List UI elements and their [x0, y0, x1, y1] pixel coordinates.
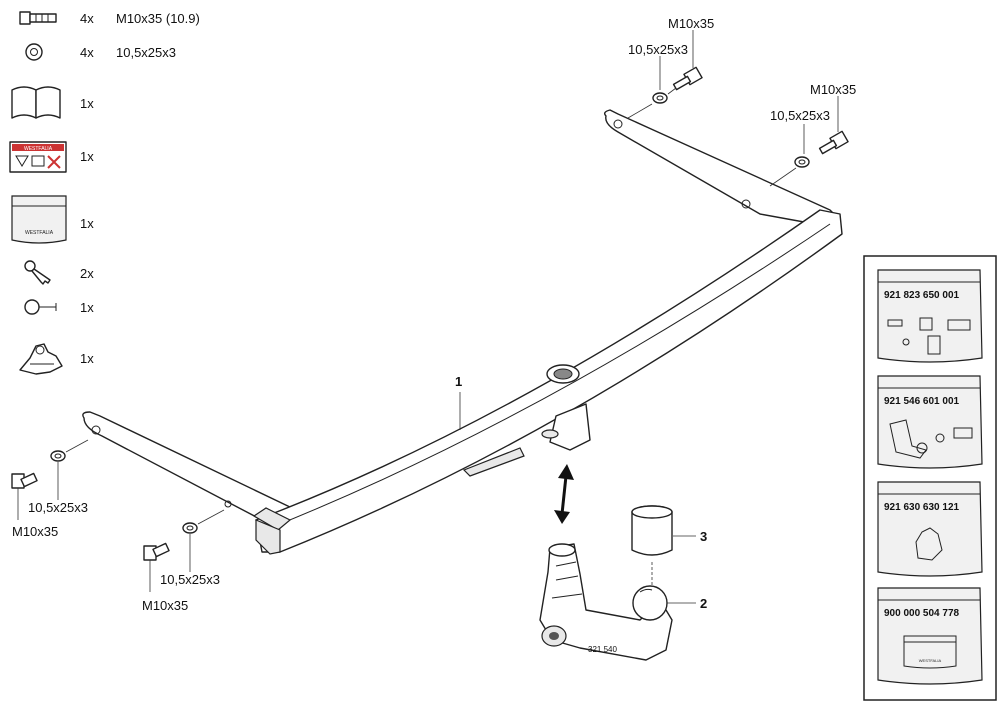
bag-logo: WESTFALIA [25, 230, 54, 236]
washer-top-1 [652, 92, 668, 104]
legend-spec-washers: 10,5x25x3 [116, 45, 176, 60]
kit-bag-2: 921 546 601 001 [877, 375, 983, 469]
ball-neck: 321 540 [539, 543, 673, 661]
bolt-top-1 [672, 66, 703, 91]
parts-legend: 4x M10x35 (10.9) 4x 10,5x25x3 1x WESTFAL… [9, 11, 200, 375]
kit-number-1: 921 823 650 001 [884, 290, 960, 301]
ball-neck-marking: 321 540 [588, 645, 617, 654]
callout-bolt-left-2: M10x35 [142, 598, 188, 613]
callout-washer-top-2: 10,5x25x3 [770, 108, 830, 123]
callout-washer-left-1: 10,5x25x3 [28, 500, 88, 515]
part-number-1: 1 [455, 374, 462, 389]
socket-bracket-icon [19, 343, 63, 375]
label-sticker-text: WESTFALIA [24, 146, 53, 152]
legend-spec-bolts: M10x35 (10.9) [116, 11, 200, 26]
callout-washer-left-2: 10,5x25x3 [160, 572, 220, 587]
kit-number-2: 921 546 601 001 [884, 396, 960, 407]
warning-label-icon: WESTFALIA [9, 141, 67, 173]
legend-qty-washers: 4x [80, 45, 94, 60]
kit-bag-3: 921 630 630 121 [877, 481, 983, 577]
tow-bar-crossbar [82, 109, 843, 555]
kit-panel: 921 823 650 001 921 546 601 001 921 630 … [863, 255, 997, 701]
part-number-3: 3 [700, 529, 707, 544]
kit-number-4: 900 000 504 778 [884, 608, 960, 619]
washer-icon [25, 43, 43, 61]
legend-qty-warning-label: 1x [80, 149, 94, 164]
kit-bag-4: 900 000 504 778 WESTFALIA [877, 587, 983, 685]
legend-qty-manual: 1x [80, 96, 94, 111]
parts-bag-icon: WESTFALIA [11, 195, 67, 244]
callout-bolt-top-2: M10x35 [810, 82, 856, 97]
callout-bolt-left-1: M10x35 [12, 524, 58, 539]
washer-left-2 [182, 522, 198, 534]
kit-bag-logo: WESTFALIA [919, 658, 942, 663]
manual-book-icon [11, 86, 61, 119]
part-number-2: 2 [700, 596, 707, 611]
key-icon [24, 260, 51, 285]
callout-bolt-top-1: M10x35 [668, 16, 714, 31]
washer-top-2 [794, 156, 810, 168]
kit-bag-1: 921 823 650 001 [877, 269, 983, 363]
legend-qty-keys: 2x [80, 266, 94, 281]
cotter-pin-icon [24, 299, 57, 315]
bolt-left-1 [11, 472, 38, 489]
callout-washer-top-1: 10,5x25x3 [628, 42, 688, 57]
legend-qty-socket-bracket: 1x [80, 351, 94, 366]
bolt-left-2 [143, 542, 170, 561]
bolt-icon [19, 11, 57, 25]
ball-cover [631, 505, 673, 556]
legend-qty-cotter-pin: 1x [80, 300, 94, 315]
kit-number-3: 921 630 630 121 [884, 502, 960, 513]
bolt-top-2 [818, 130, 849, 155]
double-arrow-icon [554, 464, 574, 524]
legend-qty-bolts: 4x [80, 11, 94, 26]
washer-left-1 [50, 450, 66, 462]
tow-ball [632, 585, 668, 621]
legend-qty-parts-bag: 1x [80, 216, 94, 231]
